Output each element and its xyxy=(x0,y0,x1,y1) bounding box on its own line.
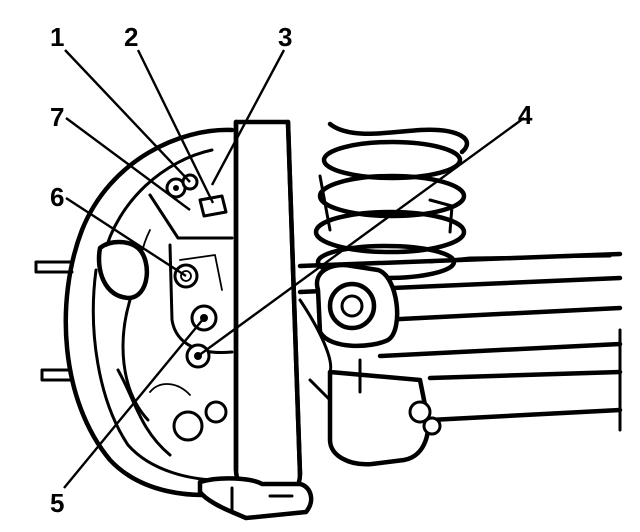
callout-7: 7 xyxy=(50,102,64,132)
callout-labels: 1 2 3 4 5 6 7 xyxy=(50,22,533,518)
callout-5: 5 xyxy=(50,488,64,518)
callout-4: 4 xyxy=(518,100,533,130)
callout-6: 6 xyxy=(50,182,64,212)
leader-line-2 xyxy=(136,49,215,204)
brake-backing-plate xyxy=(34,127,238,498)
leader-line-4 xyxy=(197,117,525,357)
leader-lines xyxy=(63,49,525,489)
leader-line-3 xyxy=(210,49,286,186)
leader-line-7 xyxy=(65,117,191,211)
leader-line-5 xyxy=(63,317,205,489)
strut-tube xyxy=(197,119,314,521)
callout-2: 2 xyxy=(124,22,138,52)
leader-line-1 xyxy=(64,49,191,183)
leader-line-6 xyxy=(65,196,187,278)
coil-spring xyxy=(313,121,470,281)
callout-3: 3 xyxy=(278,22,292,52)
rear-axle-beam xyxy=(297,251,623,467)
callout-1: 1 xyxy=(50,22,64,52)
